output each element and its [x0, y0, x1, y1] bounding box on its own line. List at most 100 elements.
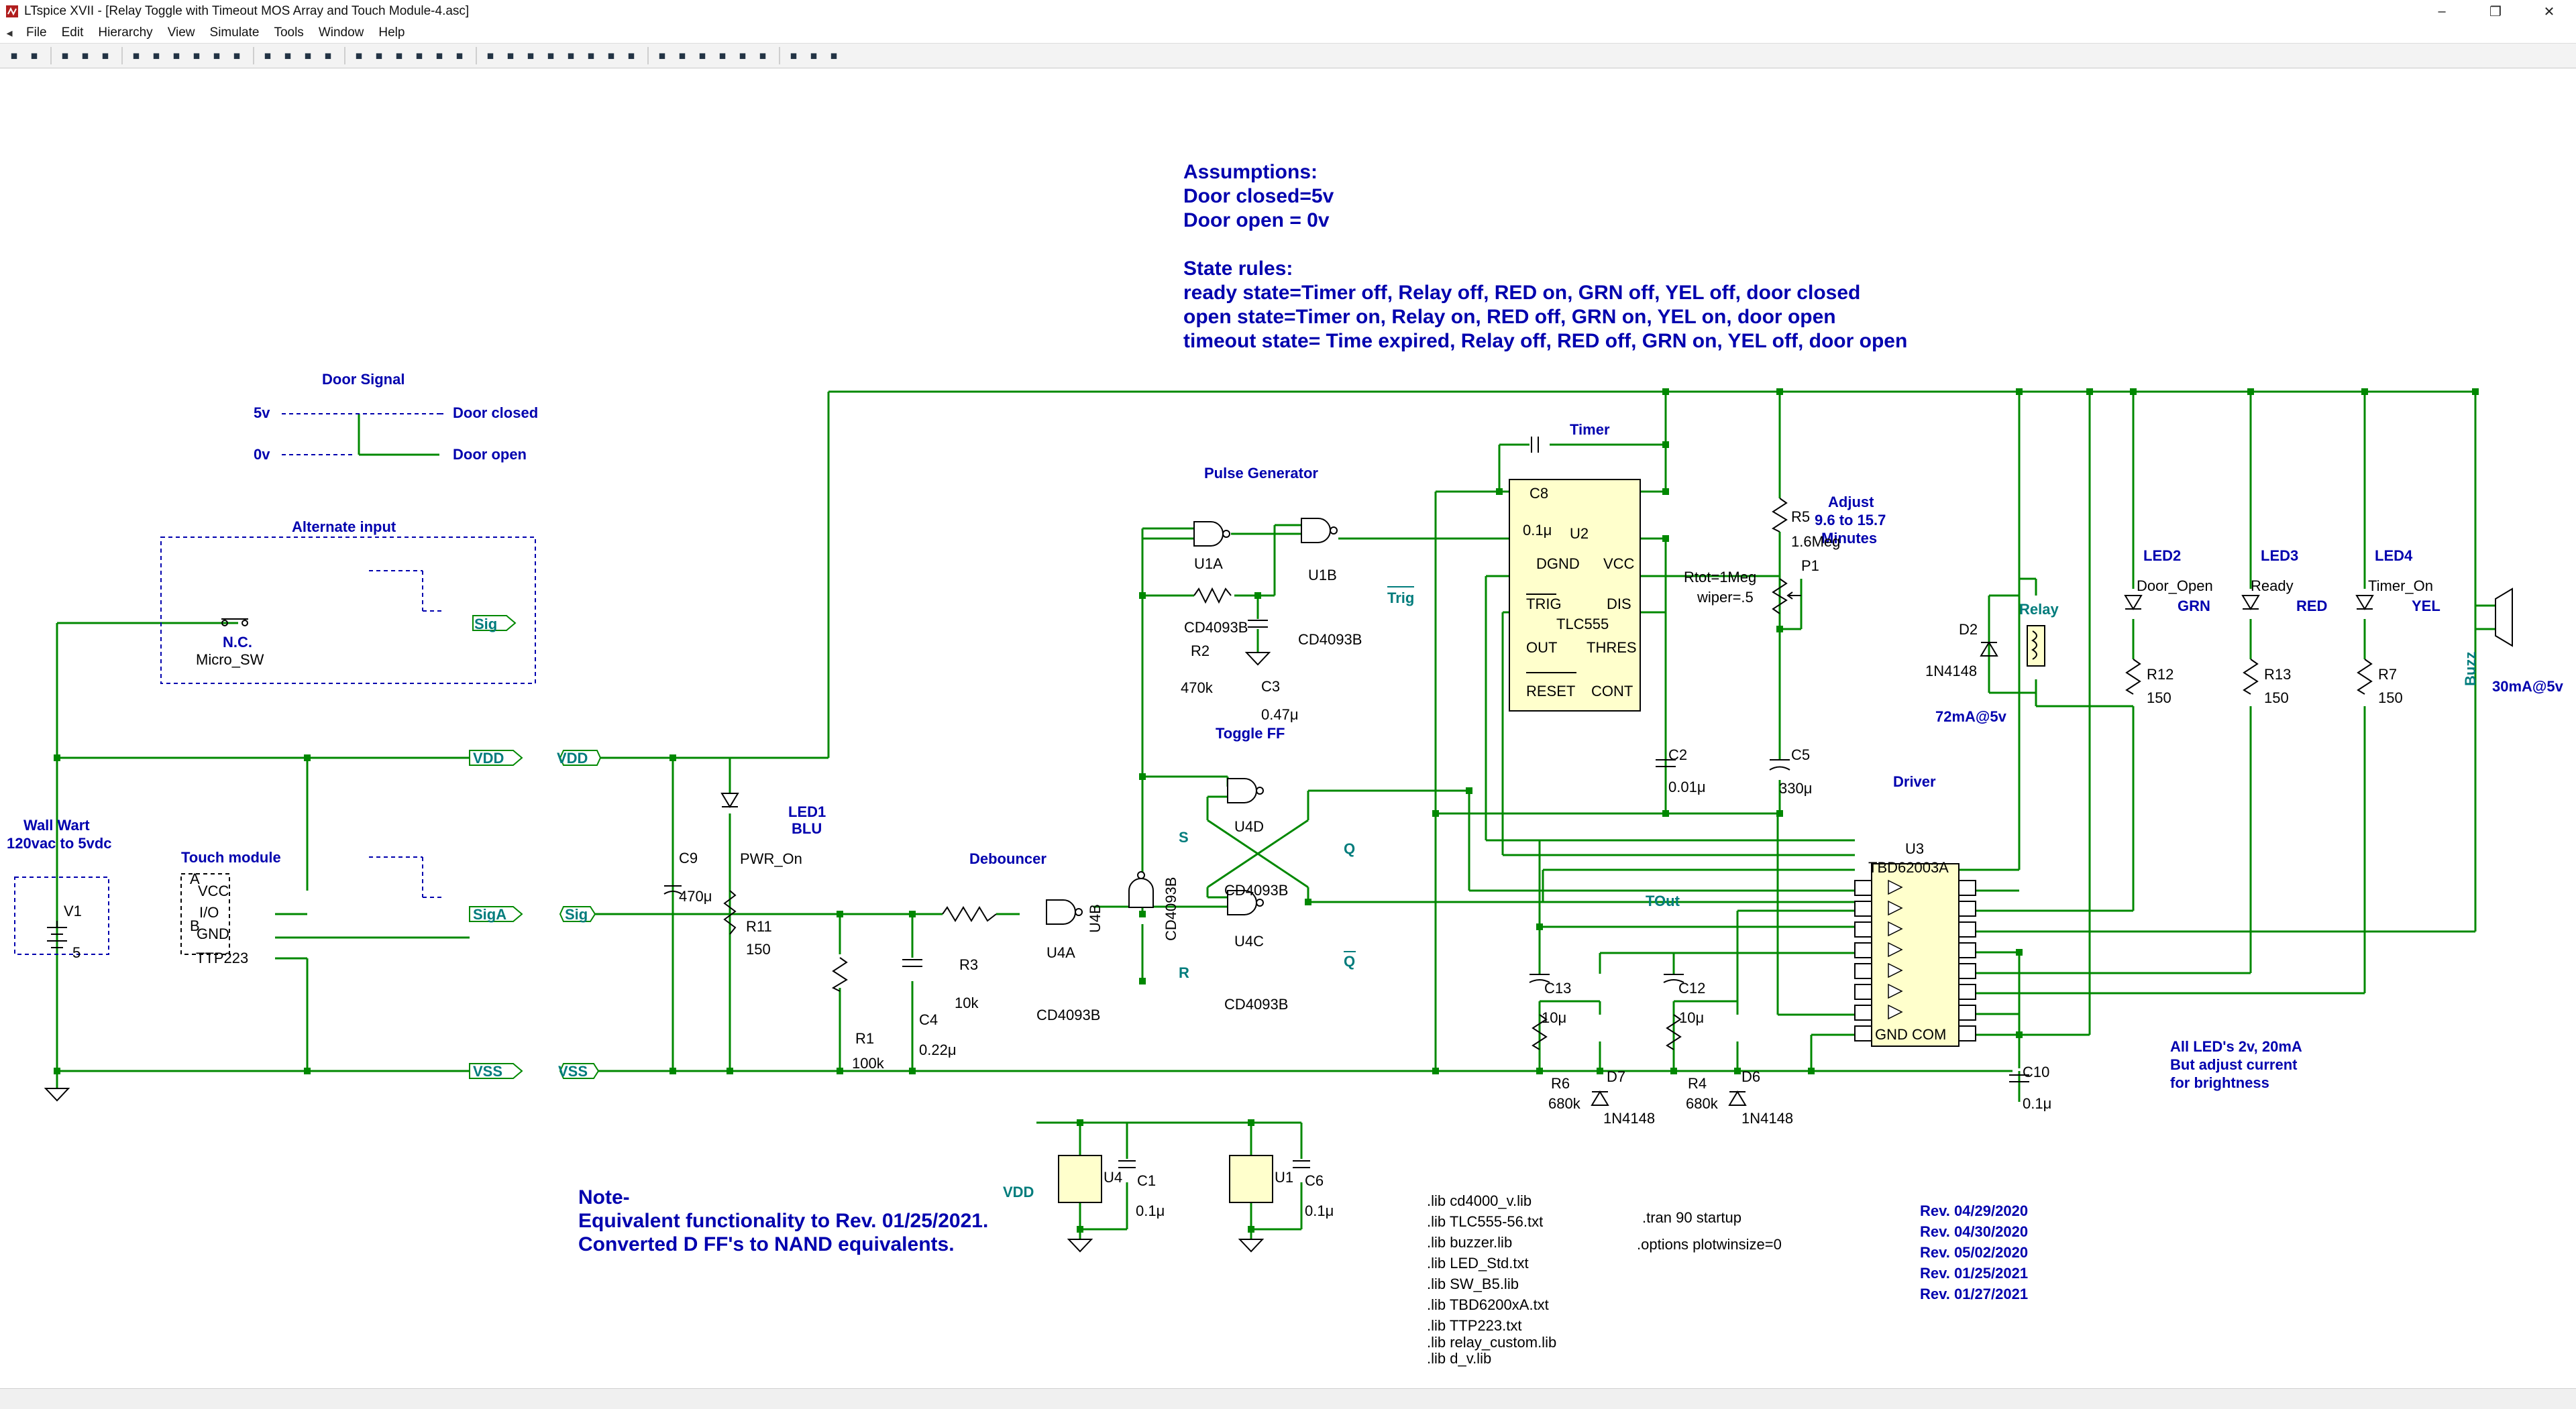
pan-icon[interactable]: ▪	[101, 49, 109, 62]
led-note-line3: for brightness	[2170, 1074, 2269, 1091]
redo-icon[interactable]: ▪	[790, 49, 798, 62]
move-icon[interactable]: ▪	[739, 49, 747, 62]
capacitor-icon[interactable]: ▪	[587, 49, 595, 62]
menu-edit[interactable]: Edit	[61, 25, 84, 40]
lib-2: .lib TLC555-56.txt	[1427, 1213, 1543, 1230]
net-r: R	[1179, 964, 1189, 981]
c10-value: 0.1μ	[2023, 1095, 2051, 1112]
drag-icon[interactable]: ▪	[718, 49, 727, 62]
control-panel-icon[interactable]: ▪	[81, 49, 89, 62]
spice-directive-icon[interactable]: ▪	[830, 49, 838, 62]
tile-horizontal-icon[interactable]: ▪	[284, 49, 292, 62]
save-icon[interactable]: ▪	[61, 49, 69, 62]
c2-value: 0.01μ	[1668, 779, 1706, 795]
schematic-drawing: Assumptions: Door closed=5v Door open = …	[7, 161, 2564, 1367]
d2-ref: D2	[1959, 621, 1978, 638]
menu-simulate[interactable]: Simulate	[209, 25, 260, 40]
menu-view[interactable]: View	[167, 25, 195, 40]
driver-channels	[1888, 879, 1903, 1020]
r3-ref: R3	[959, 956, 978, 973]
undo-icon[interactable]: ▪	[759, 49, 767, 62]
resistor-icon[interactable]: ▪	[567, 49, 575, 62]
menu-tools[interactable]: Tools	[274, 25, 304, 40]
c8-ref: C8	[1529, 485, 1548, 502]
print-preview-icon[interactable]: ▪	[264, 49, 272, 62]
switch-ref: Micro_SW	[196, 651, 264, 668]
door-5v: 5v	[254, 404, 270, 421]
rotate-icon[interactable]: ▪	[678, 49, 686, 62]
note-line-2: Converted D FF's to NAND equivalents.	[578, 1233, 955, 1255]
assumption-line-2: Door open = 0v	[1183, 209, 1330, 231]
u2-pin-vcc: VCC	[1603, 555, 1635, 572]
overlines	[1344, 586, 1576, 952]
mirror-icon[interactable]: ▪	[698, 49, 706, 62]
switch-nc: N.C.	[223, 634, 252, 651]
zoom-fit-icon[interactable]: ▪	[213, 49, 221, 62]
menu-help[interactable]: Help	[378, 25, 405, 40]
d7-ref: D7	[1607, 1068, 1625, 1085]
menu-file[interactable]: File	[26, 25, 47, 40]
open-icon[interactable]: ▪	[30, 49, 38, 62]
menu-hierarchy[interactable]: Hierarchy	[98, 25, 153, 40]
r2-ref: R2	[1191, 642, 1210, 659]
revision-2: Rev. 04/30/2020	[1920, 1223, 2028, 1240]
toggle-ff-title: Toggle FF	[1216, 725, 1285, 742]
print-icon[interactable]: ▪	[455, 49, 464, 62]
u1a-ref: U1A	[1194, 555, 1223, 572]
revision-1: Rev. 04/29/2020	[1920, 1202, 2028, 1219]
c8-value: 0.1μ	[1523, 522, 1552, 539]
zoom-out-icon[interactable]: ▪	[193, 49, 201, 62]
c13-value: 10μ	[1542, 1009, 1566, 1026]
minimize-button[interactable]: –	[2438, 3, 2446, 19]
ttp223-symbol	[180, 873, 230, 955]
cut-icon[interactable]: ▪	[375, 49, 383, 62]
u4a-part: CD4093B	[1036, 1007, 1100, 1023]
zoom-in-icon[interactable]: ▪	[152, 49, 160, 62]
restore-button[interactable]: ❐	[2489, 4, 2502, 19]
lib-1: .lib cd4000_v.lib	[1427, 1192, 1532, 1209]
u1b-part: CD4093B	[1298, 631, 1362, 648]
u2-pin-trig: TRIG	[1526, 596, 1562, 612]
door-closed-label: Door closed	[453, 404, 538, 421]
port-vdd-right: VDD	[557, 750, 588, 767]
toolbar-separator	[50, 47, 52, 64]
cascade-icon[interactable]: ▪	[324, 49, 332, 62]
adjust-line1: Adjust	[1828, 494, 1874, 510]
wire-icon[interactable]: ▪	[506, 49, 515, 62]
u2-pin-dgnd: DGND	[1536, 555, 1580, 572]
text-icon[interactable]: ▪	[810, 49, 818, 62]
paste-icon[interactable]: ▪	[415, 49, 423, 62]
debouncer-title: Debouncer	[969, 850, 1046, 867]
view-icon[interactable]: ▪	[233, 49, 241, 62]
setup-icon[interactable]: ▪	[486, 49, 494, 62]
close-button[interactable]: ✕	[2543, 4, 2555, 19]
junctions	[54, 388, 2479, 1233]
tran-directive: .tran 90 startup	[1642, 1209, 1741, 1226]
find-icon[interactable]: ▪	[435, 49, 443, 62]
inductor-icon[interactable]: ▪	[607, 49, 615, 62]
run-icon[interactable]: ▪	[10, 49, 18, 62]
c1-value: 0.1μ	[1136, 1202, 1165, 1219]
label-icon[interactable]: ▪	[547, 49, 555, 62]
close-window-icon[interactable]: ▪	[355, 49, 363, 62]
u4d-ref: U4D	[1234, 818, 1264, 835]
component-icon[interactable]: ▪	[658, 49, 666, 62]
window-title: LTspice XVII - [Relay Toggle with Timeou…	[24, 4, 470, 18]
menu-window[interactable]: Window	[318, 25, 364, 40]
led2-color: GRN	[2178, 598, 2210, 614]
driver-title: Driver	[1893, 773, 1936, 790]
mdi-child-icon[interactable]: ◂	[6, 25, 13, 40]
r12-ref: R12	[2147, 666, 2174, 683]
c10-ref: C10	[2023, 1064, 2049, 1080]
ground-icon[interactable]: ▪	[527, 49, 535, 62]
tile-vertical-icon[interactable]: ▪	[304, 49, 312, 62]
hand-icon[interactable]: ▪	[132, 49, 140, 62]
copy-icon[interactable]: ▪	[395, 49, 403, 62]
u4b-part: CD4093B	[1163, 877, 1179, 941]
r1-ref: R1	[855, 1030, 874, 1047]
schematic-canvas[interactable]: Assumptions: Door closed=5v Door open = …	[0, 69, 2576, 1388]
diode-icon[interactable]: ▪	[627, 49, 635, 62]
c1-ref: C1	[1137, 1172, 1156, 1189]
toolbar-separator	[647, 47, 649, 64]
zoom-area-icon[interactable]: ▪	[172, 49, 180, 62]
